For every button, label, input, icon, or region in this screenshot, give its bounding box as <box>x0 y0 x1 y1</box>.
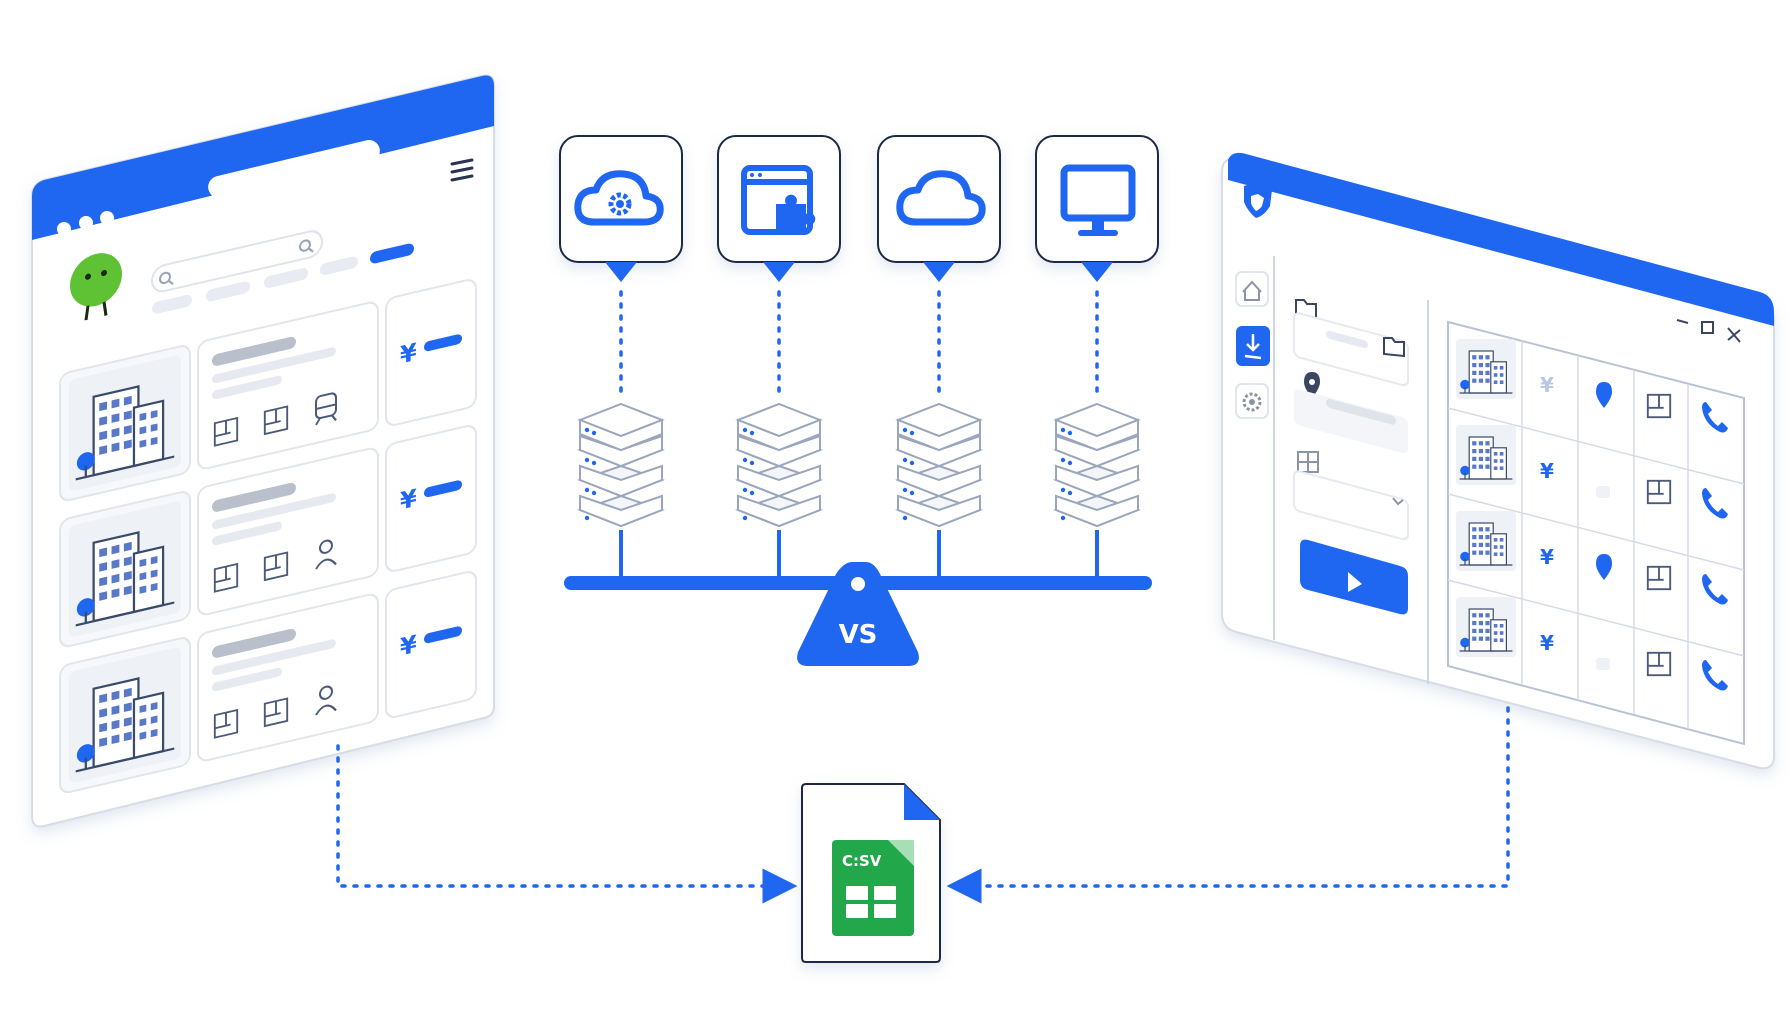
green-mascot <box>70 253 122 321</box>
maximize-icon[interactable] <box>1701 321 1714 334</box>
right-sidebar <box>1235 271 1270 419</box>
pivot-icon <box>851 577 865 591</box>
scale-fulcrum <box>797 562 919 666</box>
source-tile[interactable] <box>717 135 841 282</box>
server-icon <box>737 403 821 527</box>
window-controls <box>1676 319 1741 343</box>
shield-icon <box>1244 182 1272 218</box>
filter-chip[interactable] <box>152 294 192 315</box>
building-icon <box>1456 338 1516 400</box>
train-icon <box>315 392 337 426</box>
source-tile[interactable] <box>1035 135 1159 282</box>
grid-icon <box>1297 451 1319 473</box>
folder-icon[interactable] <box>1383 337 1405 358</box>
price-bar <box>424 334 462 352</box>
hamburger-icon[interactable] <box>450 158 474 182</box>
right-export-arrow <box>946 706 1510 904</box>
price-symbol: ¥ <box>400 483 417 515</box>
search-icon[interactable] <box>299 239 314 255</box>
listing-card[interactable]: ¥ <box>59 570 477 794</box>
window-dots <box>57 211 114 236</box>
chevron-down-icon[interactable] <box>1392 497 1404 506</box>
phone-icon <box>1702 488 1728 519</box>
play-icon <box>1348 572 1362 592</box>
close-icon[interactable] <box>1727 327 1741 343</box>
server-icon <box>897 403 981 527</box>
connector-lines <box>619 290 1099 398</box>
settings-icon <box>1242 392 1262 412</box>
right-form <box>1293 299 1409 615</box>
price-symbol: ¥ <box>1540 459 1554 483</box>
location-pin-icon <box>1596 382 1612 408</box>
building-icon <box>1456 424 1516 486</box>
price-symbol: ¥ <box>1540 631 1554 655</box>
search-icon[interactable] <box>159 271 174 287</box>
price-bar <box>424 480 462 498</box>
csv-file[interactable]: C:SV <box>801 783 941 963</box>
minimize-icon[interactable] <box>1676 319 1689 324</box>
balance-scale: VS <box>564 530 1152 666</box>
listing-card[interactable]: ¥ <box>59 278 477 502</box>
monitor-icon <box>1060 164 1136 236</box>
table-row[interactable]: ¥ <box>1456 424 1728 519</box>
person-icon <box>315 685 337 716</box>
download-icon <box>1244 334 1262 360</box>
server-icon <box>1055 403 1139 527</box>
source-tile[interactable] <box>559 135 683 282</box>
filter-chip-active[interactable] <box>370 242 414 264</box>
left-window-content: ¥ ¥ <box>59 229 477 794</box>
location-pin-icon <box>1596 554 1612 580</box>
left-window-title-bar <box>32 75 494 240</box>
building-icon <box>1456 510 1516 572</box>
server-stacks <box>579 403 1139 527</box>
table-row[interactable]: ¥ <box>1456 596 1728 691</box>
vs-label: VS <box>839 620 878 650</box>
left-browser-window: ¥ ¥ <box>31 74 495 828</box>
table-row[interactable]: ¥ <box>1456 510 1728 605</box>
building-icon <box>1456 596 1516 658</box>
filter-chip[interactable] <box>320 255 358 276</box>
listing-card[interactable]: ¥ <box>59 424 477 648</box>
person-icon <box>315 539 337 570</box>
phone-icon <box>1702 574 1728 605</box>
location-pin-icon <box>1304 372 1320 398</box>
left-window-address-bar[interactable] <box>206 138 382 200</box>
right-window-top-bar <box>1228 152 1774 326</box>
window-dot-icon[interactable] <box>79 216 93 230</box>
csv-label: C:SV <box>842 852 882 870</box>
server-icon <box>579 403 663 527</box>
home-icon <box>1242 280 1262 301</box>
window-dot-icon[interactable] <box>57 222 71 236</box>
type-select[interactable] <box>1293 470 1409 541</box>
left-export-arrow <box>336 744 798 904</box>
results-table: ¥ ¥ ¥ ¥ <box>1447 320 1745 746</box>
price-symbol: ¥ <box>400 337 417 369</box>
cloud-icon <box>896 170 986 226</box>
search-input[interactable] <box>151 229 323 294</box>
cloud-gear-icon <box>574 170 664 226</box>
run-button[interactable] <box>1300 539 1408 615</box>
folder-input[interactable] <box>1293 312 1409 387</box>
phone-icon <box>1702 660 1728 691</box>
price-symbol: ¥ <box>1540 545 1554 569</box>
phone-icon <box>1702 402 1728 433</box>
table-row[interactable]: ¥ <box>1456 338 1728 433</box>
filter-chip[interactable] <box>264 267 308 289</box>
price-symbol: ¥ <box>400 629 417 661</box>
price-symbol: ¥ <box>1540 373 1554 397</box>
filter-chips <box>152 242 414 315</box>
price-bar <box>424 626 462 644</box>
filter-chip[interactable] <box>206 280 250 302</box>
source-tile[interactable] <box>877 135 1001 282</box>
browser-plugin-icon <box>741 165 816 235</box>
source-tiles <box>559 135 1159 282</box>
right-app-window: ¥ ¥ ¥ ¥ <box>1221 152 1775 770</box>
window-dot-icon[interactable] <box>100 211 114 225</box>
location-input[interactable] <box>1294 388 1408 455</box>
export-arrows <box>336 706 1510 904</box>
